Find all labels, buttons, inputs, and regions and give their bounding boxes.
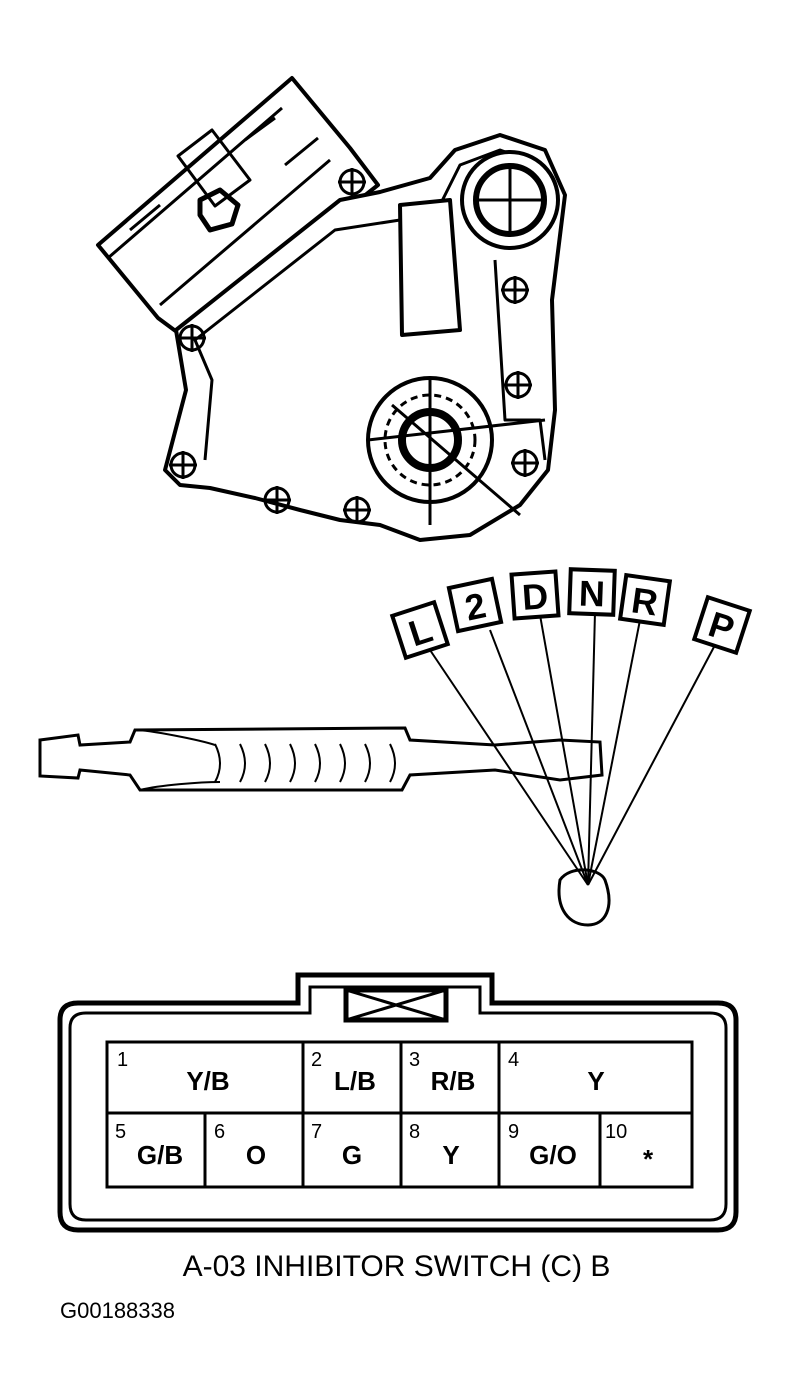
shift-flag-l: L (389, 599, 451, 661)
pin-wire-color: * (643, 1144, 654, 1174)
pin-number: 1 (117, 1049, 128, 1071)
shift-position-flags: L 2 D N R P (389, 567, 753, 661)
pin-number: 8 (409, 1121, 420, 1143)
pin-wire-color: O (246, 1140, 266, 1170)
pin-6: 6 O (214, 1121, 266, 1170)
shift-label-r: R (629, 579, 660, 623)
pin-number: 10 (605, 1121, 627, 1143)
shift-flag-2: 2 (446, 576, 504, 634)
pin-4: 4 Y (508, 1049, 605, 1096)
shift-flag-n: N (567, 567, 617, 617)
pin-number: 7 (311, 1121, 322, 1143)
pin-wire-color: Y (442, 1140, 459, 1170)
pin-9: 9 G/O (508, 1121, 577, 1170)
connector-pins: 1 Y/B 2 L/B 3 R/B 4 Y 5 G/B 6 O 7 G 8 Y (115, 1049, 654, 1174)
shift-flag-p: P (691, 594, 753, 656)
pin-wire-color: Y/B (186, 1066, 229, 1096)
pin-wire-color: G/O (529, 1140, 577, 1170)
pin-8: 8 Y (409, 1121, 460, 1170)
shift-lever-assembly (38, 726, 611, 927)
pin-number: 3 (409, 1049, 420, 1071)
figure-caption: A-03 INHIBITOR SWITCH (C) B (182, 1250, 611, 1283)
inhibitor-switch-body (96, 76, 567, 542)
pin-wire-color: G (342, 1140, 362, 1170)
shift-label-n: N (578, 573, 605, 615)
pin-2: 2 L/B (311, 1049, 376, 1096)
pin-3: 3 R/B (409, 1049, 475, 1096)
pin-number: 2 (311, 1049, 322, 1071)
shift-flag-d: D (509, 569, 561, 621)
pin-number: 9 (508, 1121, 519, 1143)
connector-face (57, 972, 739, 1233)
pin-5: 5 G/B (115, 1121, 183, 1170)
shift-label-d: D (521, 575, 550, 618)
figure-code: G00188338 (60, 1298, 175, 1323)
pin-wire-color: Y (587, 1066, 604, 1096)
pin-1: 1 Y/B (117, 1049, 230, 1096)
pin-10: 10 * (605, 1121, 654, 1174)
pin-number: 4 (508, 1049, 519, 1071)
pin-wire-color: G/B (137, 1140, 183, 1170)
shift-flag-r: R (617, 572, 673, 628)
shift-position-pointers (429, 611, 716, 886)
pin-number: 6 (214, 1121, 225, 1143)
connector-latch-icon (343, 987, 449, 1023)
pin-number: 5 (115, 1121, 126, 1143)
pin-7: 7 G (311, 1121, 362, 1170)
pin-wire-color: R/B (431, 1066, 476, 1096)
pin-wire-color: L/B (334, 1066, 376, 1096)
